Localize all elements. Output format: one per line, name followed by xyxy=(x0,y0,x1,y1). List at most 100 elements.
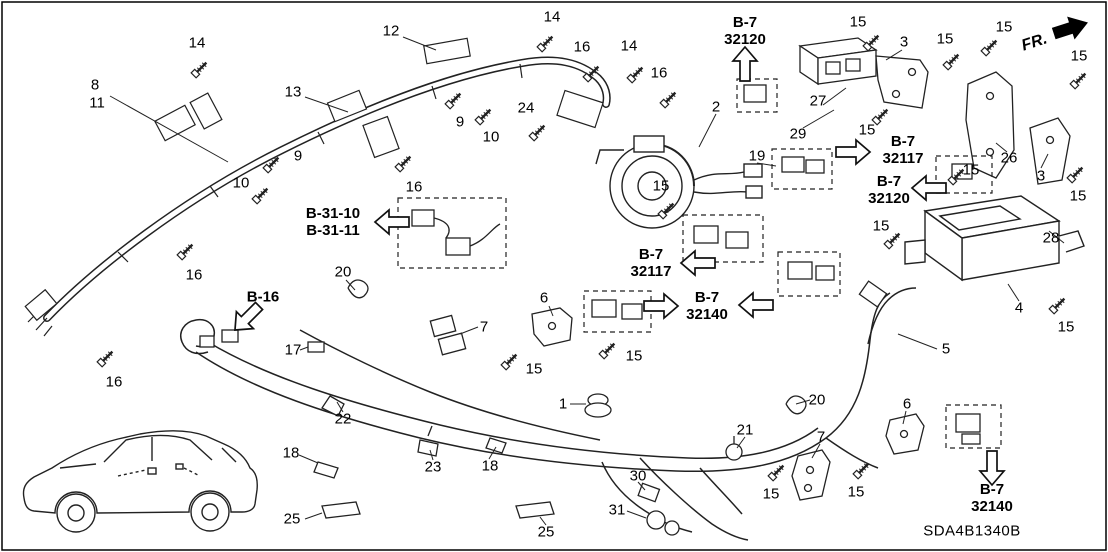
block-arrow-icon xyxy=(643,293,679,319)
ref-label-line: 32140 xyxy=(686,306,728,323)
callout-number: 3 xyxy=(899,33,909,51)
bolt-icon xyxy=(656,199,678,221)
callout-number: 17 xyxy=(284,341,302,359)
bolt-icon xyxy=(473,105,495,127)
callout-number: 11 xyxy=(89,94,105,112)
ref-label-line: B-7 xyxy=(979,481,1005,498)
callout-number: 22 xyxy=(334,410,352,428)
callout-number: 10 xyxy=(482,128,500,146)
callout-number: 15 xyxy=(872,217,890,235)
callout-number: 15 xyxy=(847,483,865,501)
callout-number: 20 xyxy=(334,263,352,281)
bolt-icon xyxy=(95,347,117,369)
ref-label-line: 32117 xyxy=(882,150,924,167)
bolt-icon xyxy=(250,184,272,206)
block-arrow-icon xyxy=(374,209,410,235)
callout-number: 15 xyxy=(858,121,876,139)
bolt-icon xyxy=(1047,294,1069,316)
ref-label-line: B-31-10 xyxy=(305,205,361,222)
floor-harness xyxy=(180,280,917,541)
bolt-icon xyxy=(766,461,788,483)
callout-number: 6 xyxy=(902,395,912,413)
harness-clips xyxy=(221,279,807,536)
srs-unit xyxy=(904,195,1085,282)
curtain-airbag-rail xyxy=(24,37,611,337)
callout-number: 9 xyxy=(455,113,465,131)
callout-number: 15 xyxy=(995,18,1013,36)
bolt-icon xyxy=(499,350,521,372)
callout-number: 2 xyxy=(711,98,721,116)
callout-number: 8 xyxy=(90,76,100,94)
callout-number: 1 xyxy=(558,395,568,413)
callout-number: 30 xyxy=(629,467,647,485)
ref-label-line: 32117 xyxy=(630,263,672,280)
callout-number: 9 xyxy=(293,147,303,165)
callout-number: 10 xyxy=(232,174,250,192)
callout-number: 14 xyxy=(188,34,206,52)
callout-number: 4 xyxy=(1014,299,1024,317)
bolt-icon xyxy=(535,32,557,54)
bolt-icon xyxy=(979,36,1001,58)
callout-number: 15 xyxy=(849,13,867,31)
callout-number: 15 xyxy=(762,485,780,503)
diagram-code: SDA4B1340B xyxy=(923,522,1021,540)
fr-arrow-icon xyxy=(1051,16,1088,40)
bolt-icon xyxy=(658,88,680,110)
bolt-icon xyxy=(625,63,647,85)
callout-number: 15 xyxy=(525,360,543,378)
callout-number: 19 xyxy=(748,147,766,165)
bracket-right xyxy=(965,71,1071,185)
ref-label-line: B-7 xyxy=(732,14,758,31)
callout-number: 15 xyxy=(1069,187,1087,205)
callout-number: 25 xyxy=(283,510,301,528)
callout-number: 13 xyxy=(284,83,302,101)
bolt-icon xyxy=(189,58,211,80)
sensor-brackets xyxy=(429,307,925,501)
callout-number: 16 xyxy=(185,266,203,284)
ref-label-line: 32120 xyxy=(868,190,910,207)
ref-label-line: B-7 xyxy=(890,133,916,150)
bolt-icon xyxy=(175,240,197,262)
callout-number: 16 xyxy=(573,38,591,56)
fr-label: FR. xyxy=(1020,30,1050,54)
callout-number: 15 xyxy=(1057,318,1075,336)
ref-label-line: B-7 xyxy=(638,246,664,263)
callout-number: 20 xyxy=(808,391,826,409)
callout-number: 14 xyxy=(620,37,638,55)
ref-label-line: B-7 xyxy=(694,289,720,306)
callout-number: 12 xyxy=(382,22,400,40)
callout-number: 3 xyxy=(1036,167,1046,185)
callout-number: 21 xyxy=(736,421,754,439)
callout-number: 5 xyxy=(941,340,951,358)
block-arrow-icon xyxy=(732,46,758,82)
callout-number: 16 xyxy=(105,373,123,391)
connector-groups xyxy=(397,78,1002,449)
bolt-icon xyxy=(941,50,963,72)
callout-number: 15 xyxy=(625,347,643,365)
callout-number: 15 xyxy=(936,30,954,48)
bolt-icon xyxy=(443,89,465,111)
callout-number: 16 xyxy=(405,178,423,196)
bolt-icon xyxy=(851,459,873,481)
callout-number: 7 xyxy=(479,318,489,336)
block-arrow-icon xyxy=(738,292,774,318)
bolt-icon xyxy=(393,152,415,174)
block-arrow-icon xyxy=(835,139,871,165)
bolt-icon xyxy=(597,339,619,361)
callout-number: 26 xyxy=(1000,149,1018,167)
callout-number: 29 xyxy=(789,125,807,143)
block-arrow-icon xyxy=(911,175,947,201)
block-arrow-icon xyxy=(680,250,716,276)
callout-number: 7 xyxy=(816,428,826,446)
callout-number: 28 xyxy=(1042,229,1060,247)
ref-label-line: 32140 xyxy=(971,498,1013,515)
bolt-icon xyxy=(527,121,549,143)
block-arrow-icon xyxy=(979,450,1005,486)
callout-number: 16 xyxy=(650,64,668,82)
